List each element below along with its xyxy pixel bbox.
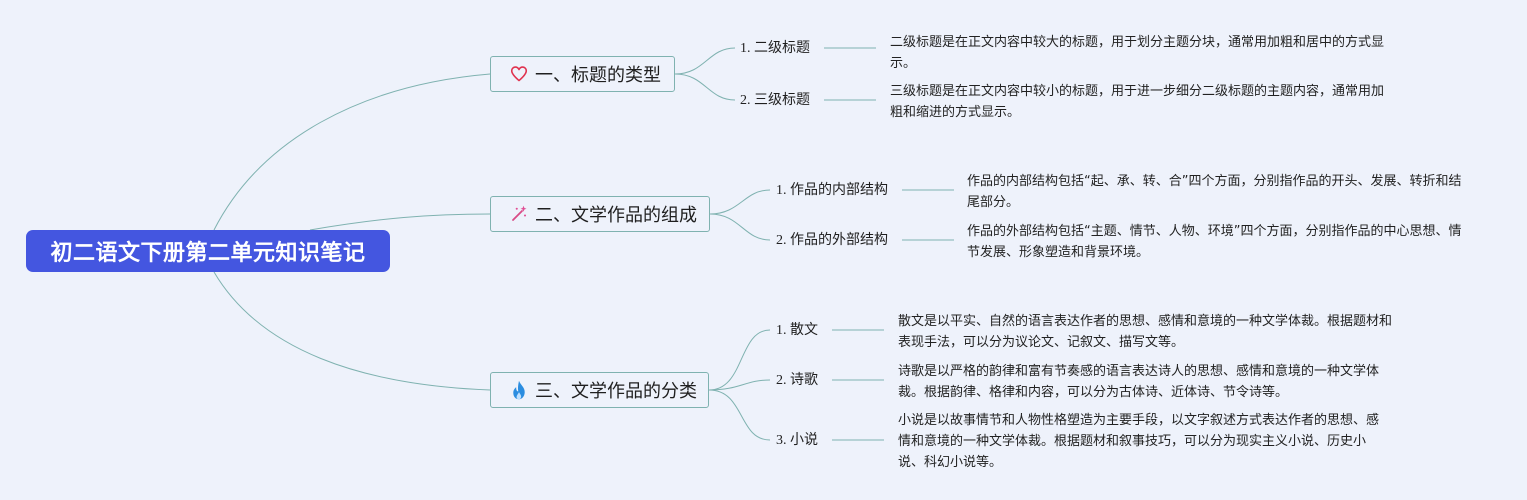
description-external-structure: 作品的外部结构包括“主题、情节、人物、环境”四个方面，分别指作品的中心思想、情节… xyxy=(967,224,1462,260)
subtopic-internal-structure[interactable]: 1. 作品的内部结构 xyxy=(776,183,888,198)
connector-root-branch-3 xyxy=(213,271,491,391)
branch-literary-composition[interactable]: 二、文学作品的组成 xyxy=(490,196,710,232)
description-novel: 小说是以故事情节和人物性格塑造为主要手段，以文字叙述方式表达作者的思想、感情和意… xyxy=(898,413,1380,470)
branch-literary-categories[interactable]: 三、文学作品的分类 xyxy=(490,372,709,408)
sparkle-wand-icon xyxy=(509,204,529,224)
description-secondary-heading: 二级标题是在正文内容中较大的标题，用于划分主题分块，通常用加粗和居中的方式显示。 xyxy=(890,35,1385,71)
connector-branch-2-child-1 xyxy=(709,189,771,215)
connector-branch-2-child-2 xyxy=(709,213,771,241)
subtopic-poetry[interactable]: 2. 诗歌 xyxy=(776,373,818,388)
branch-label: 一、标题的类型 xyxy=(535,65,661,86)
connector-branch-1-child-2 xyxy=(674,73,736,101)
connector-branch-1-child-1 xyxy=(674,47,736,75)
branch-title-types[interactable]: 一、标题的类型 xyxy=(490,56,675,92)
description-prose: 散文是以平实、自然的语言表达作者的思想、感情和意境的一种文学体裁。根据题材和表现… xyxy=(898,314,1393,350)
connector-root-branch-1 xyxy=(213,73,491,231)
branch-label: 二、文学作品的组成 xyxy=(535,205,697,226)
description-internal-structure: 作品的内部结构包括“起、承、转、合”四个方面，分别指作品的开头、发展、转折和结尾… xyxy=(967,174,1462,210)
subtopic-external-structure[interactable]: 2. 作品的外部结构 xyxy=(776,233,888,248)
connector-branch-3-child-3 xyxy=(708,389,771,441)
root-topic-label: 初二语文下册第二单元知识笔记 xyxy=(50,241,366,266)
subtopic-tertiary-heading[interactable]: 2. 三级标题 xyxy=(740,93,810,108)
fire-icon xyxy=(509,380,529,400)
subtopic-novel[interactable]: 3. 小说 xyxy=(776,433,818,448)
connector-root-branch-2 xyxy=(309,213,491,231)
root-topic[interactable]: 初二语文下册第二单元知识笔记 xyxy=(26,230,390,272)
connector-branch-3-child-1 xyxy=(708,329,771,391)
description-tertiary-heading: 三级标题是在正文内容中较小的标题，用于进一步细分二级标题的主题内容，通常用加粗和… xyxy=(890,84,1385,120)
connector-branch-3-child-2 xyxy=(708,379,771,391)
description-poetry: 诗歌是以严格的韵律和富有节奏感的语言表达诗人的思想、感情和意境的一种文学体裁。根… xyxy=(898,364,1380,400)
heart-icon xyxy=(509,64,529,84)
branch-label: 三、文学作品的分类 xyxy=(535,381,697,402)
subtopic-secondary-heading[interactable]: 1. 二级标题 xyxy=(740,41,810,56)
subtopic-prose[interactable]: 1. 散文 xyxy=(776,323,818,338)
